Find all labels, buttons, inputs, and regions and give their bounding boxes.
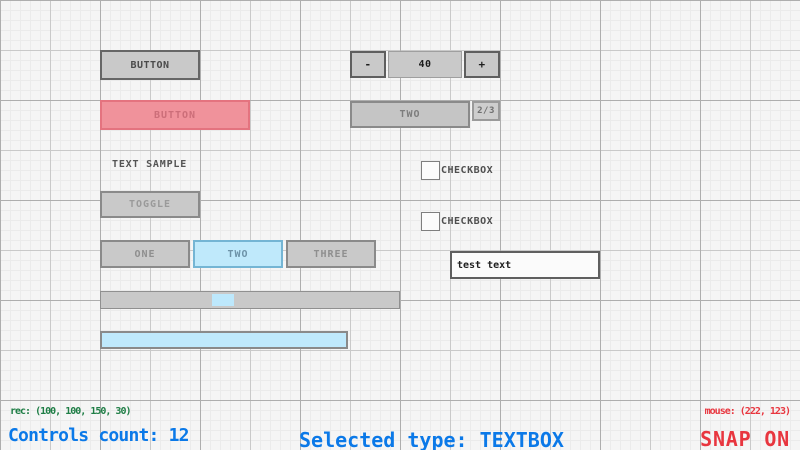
toggle-group-item-one[interactable]: ONE	[100, 240, 190, 268]
spinner-decrement-button[interactable]: -	[350, 51, 386, 78]
controls-count-status: Controls count: 12	[8, 425, 189, 446]
slider-knob[interactable]	[212, 294, 234, 306]
mouse-position-status: mouse: (222, 123)	[704, 406, 791, 417]
checkbox-label: CHECKBOX	[441, 165, 494, 176]
combobox-control[interactable]: TWO	[350, 101, 470, 128]
textbox-control[interactable]	[450, 251, 600, 279]
checkbox-control[interactable]	[421, 212, 440, 231]
slider-control[interactable]	[100, 291, 400, 309]
checkbox-label: CHECKBOX	[441, 216, 494, 227]
toggle-group-item-three[interactable]: THREE	[286, 240, 376, 268]
checkbox-control[interactable]	[421, 161, 440, 180]
text-sample-label: TEXT SAMPLE	[112, 158, 188, 170]
scrollbar-control[interactable]	[100, 331, 348, 349]
spinner-increment-button[interactable]: +	[464, 51, 500, 78]
button-control[interactable]: BUTTON	[100, 50, 200, 80]
selected-rec-status: rec: (100, 100, 150, 30)	[10, 406, 131, 417]
button-control-selected[interactable]: BUTTON	[100, 100, 250, 130]
selected-type-status: Selected type: TEXTBOX	[299, 428, 564, 450]
combobox-counter-button[interactable]: 2/3	[472, 101, 500, 121]
toggle-control[interactable]: TOGGLE	[100, 191, 200, 218]
toggle-group-item-two[interactable]: TWO	[193, 240, 283, 268]
snap-mode-status: SNAP ON	[700, 427, 790, 450]
spinner-value[interactable]: 40	[388, 51, 462, 78]
